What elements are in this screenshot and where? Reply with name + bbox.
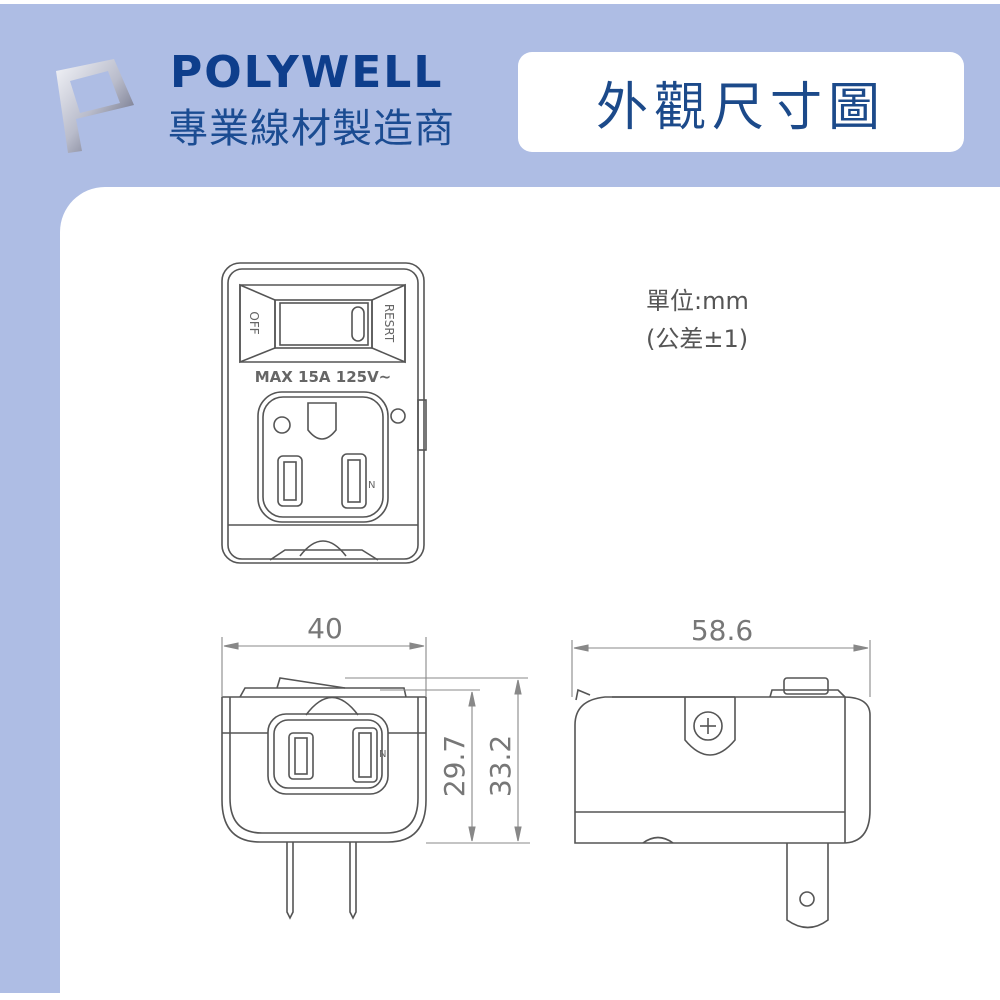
title-box: 外觀尺寸圖 [518, 52, 964, 152]
neutral-mark-front: N [368, 480, 375, 491]
brand-name: POLYWELL [170, 47, 444, 98]
side-view [574, 677, 871, 929]
content-panel [60, 187, 1000, 993]
rating-label: MAX 15A 125V~ [255, 368, 392, 386]
bottom-view [221, 677, 427, 920]
neutral-mark-bottom: N [379, 749, 386, 760]
brand-tagline: 專業線材製造商 [168, 106, 455, 152]
unit-label: 單位:mm [646, 287, 749, 315]
polywell-p-logo-icon [56, 59, 134, 153]
inner-height-dimension: 29.7 [438, 735, 471, 797]
width-dimension: 40 [307, 612, 343, 645]
page-title: 外觀尺寸圖 [595, 77, 886, 138]
outer-height-dimension: 33.2 [484, 735, 517, 797]
length-dimension: 58.6 [691, 614, 753, 647]
front-view [221, 262, 427, 564]
unit-note: 單位:mm (公差±1) [646, 282, 749, 358]
off-label: OFF [247, 311, 261, 334]
tolerance-label: (公差±1) [646, 325, 749, 353]
reset-label: RESRT [382, 304, 396, 343]
